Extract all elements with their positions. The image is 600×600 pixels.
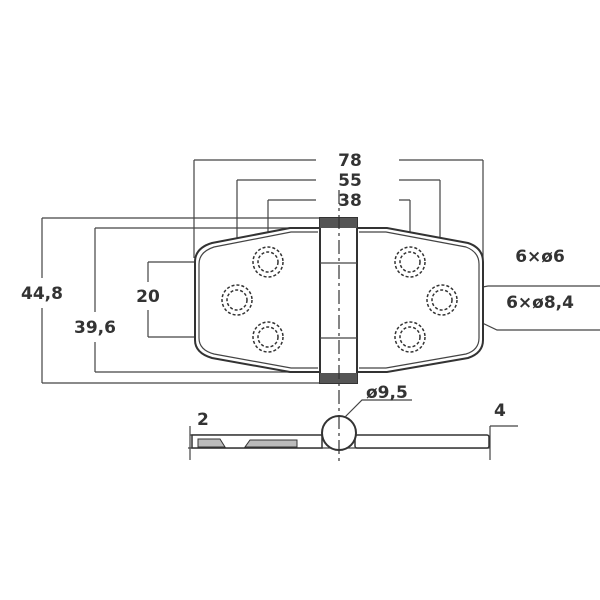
hole <box>426 284 458 316</box>
left-leaf-inner-edge <box>198 231 318 369</box>
dim-78: 78 <box>338 151 362 171</box>
dim-44-8: 44,8 <box>21 284 63 304</box>
label-total-thickness: 4 <box>494 401 506 421</box>
left-leaf <box>194 227 321 373</box>
dim-20: 20 <box>136 287 160 307</box>
dimension-lines-top <box>193 159 484 300</box>
label-holes-large: 6×ø8,4 <box>506 293 574 313</box>
label-plate-thickness: 2 <box>197 410 209 430</box>
dim-38: 38 <box>338 191 362 211</box>
hole <box>252 246 284 278</box>
hole <box>252 321 284 353</box>
hole <box>394 321 426 353</box>
side-view <box>188 399 518 460</box>
dim-55: 55 <box>338 171 362 191</box>
right-leaf-inner-edge <box>359 231 480 369</box>
hole <box>394 246 426 278</box>
label-knuckle-diameter: ø9,5 <box>366 383 408 403</box>
holes <box>221 246 458 353</box>
right-leaf <box>356 227 484 373</box>
dim-39-6: 39,6 <box>74 318 116 338</box>
label-holes-small: 6×ø6 <box>515 247 565 267</box>
hole <box>221 284 253 316</box>
